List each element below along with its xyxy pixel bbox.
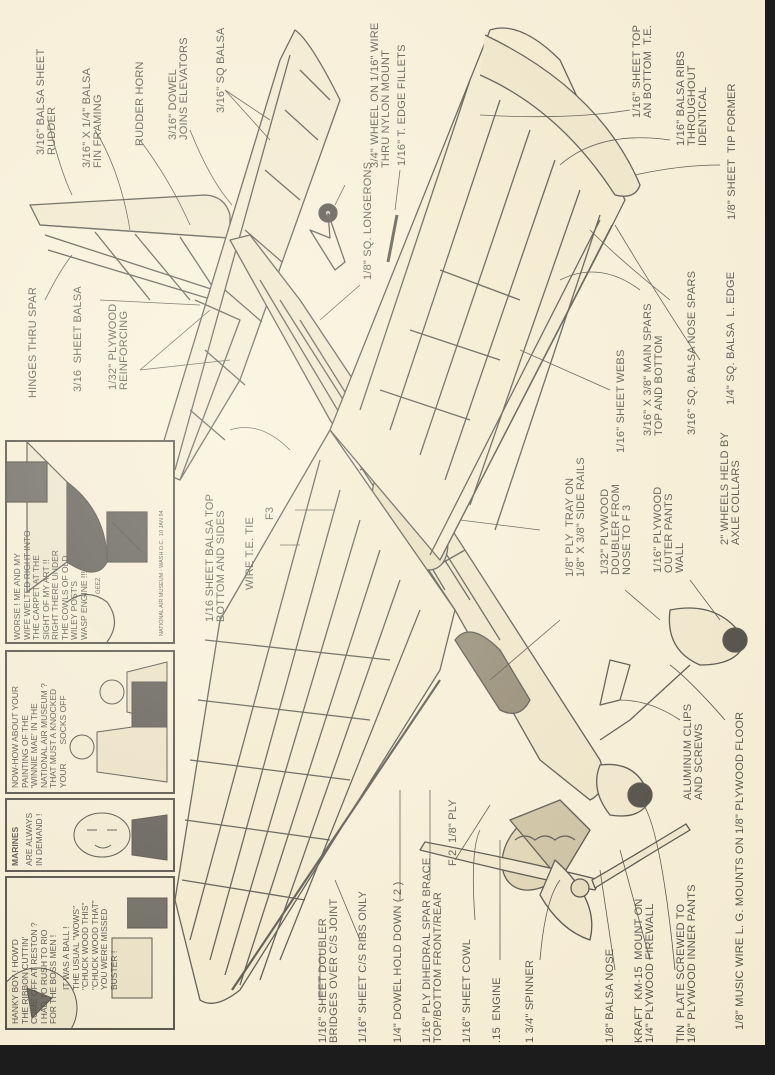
comic-strip: WORSE ! ME AND MY WIFE WELTED RIGHT INTO… bbox=[5, 440, 175, 1030]
label-wheels-axle-collars: 2" WHEELS HELD BY AXLE COLLARS bbox=[719, 431, 742, 545]
label-cs-ribs-only: 1/16" SHEET C/S RIBS ONLY bbox=[357, 890, 369, 1043]
label-kraft-mount: KRAFT KM-15 MOUNT ON 1/4" PLYWOOD FIREWA… bbox=[633, 898, 656, 1043]
comic-balloon-marines: ARE ALWAYS IN DEMAND ! bbox=[24, 812, 44, 866]
landing-gear bbox=[596, 607, 748, 817]
label-music-wire-lg: 1/8" MUSIC WIRE L. G. MOUNTS ON 1/8" PLY… bbox=[734, 711, 746, 1030]
label-sheet-doubler: 1/16" SHEET DOUBLER BRIDGES OVER C/S JOI… bbox=[317, 898, 340, 1043]
comic-caption: NATIONAL AIR MUSEUM - WASH D.C. 10 JAN 9… bbox=[159, 510, 165, 636]
label-sheet-webs: 1/16" SHEET WEBS bbox=[615, 349, 627, 454]
comic-panel-3: MARINES ARE ALWAYS IN DEMAND ! bbox=[5, 798, 175, 872]
label-hinges-thru-spar: HINGES THRU SPAR bbox=[27, 287, 39, 398]
label-f3: F3 bbox=[264, 506, 276, 520]
left-wing bbox=[174, 429, 456, 1004]
te-fillet bbox=[386, 214, 399, 263]
label-sheet-cowl: 1/16" SHEET COWL bbox=[461, 938, 473, 1043]
label-tin-plate: TIN PLATE SCREWED TO 1/8" PLYWOOD INNER … bbox=[675, 884, 698, 1043]
label-outer-pants-wall: 1/16" PLYWOOD OUTER PANTS WALL bbox=[652, 486, 686, 573]
comic-balloon-worse: WORSE ! ME AND MY WIFE WELTED RIGHT INTO… bbox=[12, 530, 89, 640]
label-balsa-sheet-rudder: 3/16" BALSA SHEET RUDDER bbox=[35, 48, 58, 155]
label-aluminum-clips: ALUMINUM CLIPS AND SCREWS bbox=[682, 703, 705, 800]
comic-balloon-painting: NOW-HOW ABOUT YOUR PAINTING OF THE 'WINN… bbox=[10, 683, 68, 788]
label-sheet-top-te: 1/16" SHEET TOP AN BOTTOM T.E. bbox=[631, 24, 654, 118]
label-tail-wheel: 3/4" WHEEL ON 1/16" WIRE THRU NYLON MOUN… bbox=[369, 22, 392, 168]
label-l-edge: 1/4" SQ. BALSA L. EDGE bbox=[725, 271, 737, 405]
label-plywood-reinforcing: 1/32" PLYWOOD REINFORCING bbox=[107, 303, 130, 390]
comic-sfx: GEEZ bbox=[96, 577, 102, 594]
label-fin-framing: 3/16" X 1/4" BALSA FIN FRAMING bbox=[81, 67, 104, 168]
comic-balloon-hanky: HANKY BOY ! HOW'D THE RIBBON CUTTIN' COM… bbox=[10, 922, 58, 1024]
label-sq-balsa: 3/16" SQ BALSA bbox=[215, 27, 227, 113]
label-ply-tray: 1/8" PLY TRAY ON 1/8" X 3/8" SIDE RAILS bbox=[564, 457, 587, 577]
label-sheet-balsa-top: 1/16 SHEET BALSA TOP BOTTOM AND SIDES bbox=[204, 493, 227, 622]
comic-panel-2: NOW-HOW ABOUT YOUR PAINTING OF THE 'WINN… bbox=[5, 650, 175, 794]
propeller-spinner bbox=[419, 823, 691, 941]
label-sq-longerons: 1/8" SQ. LONGERONS bbox=[362, 161, 374, 280]
label-plywood-doubler: 1/32" PLYWOOD DOUBLER FROM NOSE TO F 3 bbox=[599, 483, 633, 575]
label-nose-spars: 3/16" SQ. BALSA NOSE SPARS bbox=[686, 270, 698, 435]
comic-balloon-ball: IT WAS A BALL ! THE USUAL "WOWS" "CHUCK … bbox=[61, 900, 119, 990]
phone-call-illustration bbox=[7, 897, 168, 1028]
comic-panel-4: HANKY BOY ! HOW'D THE RIBBON CUTTIN' COM… bbox=[5, 876, 175, 1030]
marine-face-illustration bbox=[73, 812, 168, 861]
characters-illustration bbox=[69, 661, 168, 783]
label-te-edge-fillets: 1/16" T. EDGE FILLETS bbox=[396, 44, 408, 166]
label-dowel-hold-down: 1/4" DOWEL HOLD DOWN ( 2 ) bbox=[392, 881, 404, 1044]
magazine-page: 3/16" BALSA SHEET RUDDER 3/16" X 1/4" BA… bbox=[0, 0, 765, 1045]
label-wire-te-tie: WIRE T.E. TIE bbox=[244, 516, 256, 590]
label-rudder-horn: RUDDER HORN bbox=[134, 61, 146, 146]
leader-lines bbox=[44, 89, 726, 1000]
label-engine: .15 ENGINE bbox=[491, 977, 503, 1043]
label-main-spars: 3/16" X 3/8" MAIN SPARS TOP AND BOTTOM bbox=[642, 303, 665, 436]
label-balsa-ribs: 1/16" BALSA RIBS THROUGHOUT IDENTICAL bbox=[675, 50, 709, 146]
label-tip-former: 1/8" SHEET TIP FORMER bbox=[726, 83, 738, 220]
engine-illustration bbox=[7, 442, 148, 642]
label-dihedral-spar-brace: 1/16" PLY DIHEDRAL SPAR BRACE TOP/BOTTOM… bbox=[421, 857, 444, 1043]
comic-panel-1: WORSE ! ME AND MY WIFE WELTED RIGHT INTO… bbox=[5, 440, 175, 644]
label-sheet-balsa: 3/16 SHEET BALSA bbox=[72, 286, 84, 392]
label-dowel-joins-elevators: 3/16" DOWEL JOINS ELEVATORS bbox=[167, 37, 190, 140]
tail-wheel bbox=[309, 203, 346, 271]
label-spinner: 1 3/4" SPINNER bbox=[524, 959, 536, 1043]
airplane-diagram bbox=[29, 27, 748, 1004]
label-f2-ply: F 2 1/8" PLY bbox=[447, 799, 459, 866]
label-balsa-nose: 1/8" BALSA NOSE bbox=[604, 948, 616, 1043]
comic-title-marines: MARINES bbox=[10, 826, 20, 866]
